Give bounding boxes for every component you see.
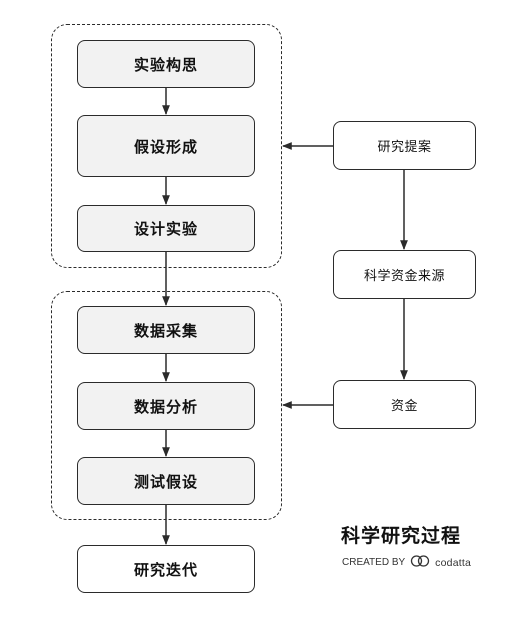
credit-line: CREATED BY codatta bbox=[342, 555, 471, 570]
node-hypothesis: 假设形成 bbox=[77, 115, 255, 177]
node-idea: 实验构思 bbox=[77, 40, 255, 88]
brand-name: codatta bbox=[435, 556, 472, 569]
node-design: 设计实验 bbox=[77, 205, 255, 252]
codatta-logo-icon bbox=[410, 555, 430, 570]
created-by-label: CREATED BY bbox=[342, 557, 406, 568]
node-analyze: 数据分析 bbox=[77, 382, 255, 430]
node-funds: 资金 bbox=[333, 380, 476, 429]
node-proposal: 研究提案 bbox=[333, 121, 476, 170]
node-iterate: 研究迭代 bbox=[77, 545, 255, 593]
node-test: 测试假设 bbox=[77, 457, 255, 505]
node-funding-source: 科学资金来源 bbox=[333, 250, 476, 299]
diagram-title: 科学研究过程 bbox=[341, 525, 462, 547]
node-collect: 数据采集 bbox=[77, 306, 255, 354]
